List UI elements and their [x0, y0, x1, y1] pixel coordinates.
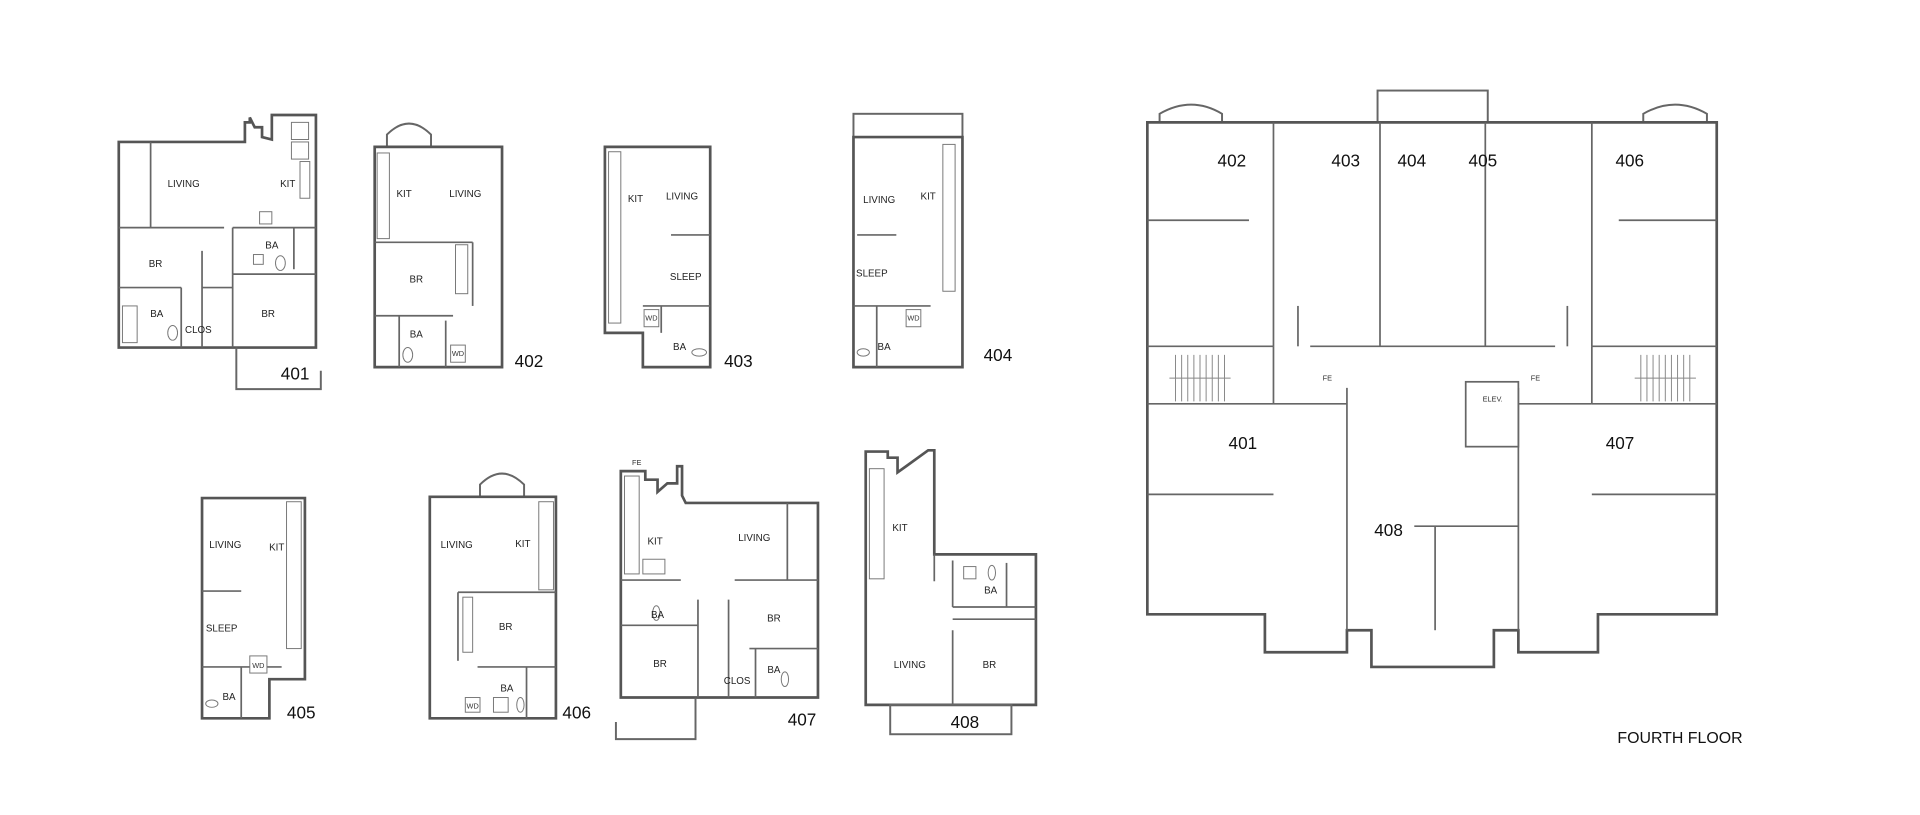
- room-label: BA: [265, 240, 279, 251]
- room-label: KIT: [515, 539, 530, 550]
- stair-right: [1634, 354, 1696, 402]
- washer-dryer-label: WD: [907, 314, 919, 323]
- unit-number: 405: [287, 702, 316, 722]
- building-outline: [1146, 121, 1719, 669]
- elevator: [1464, 380, 1520, 448]
- room-label: LIVING: [894, 660, 926, 671]
- washer-dryer-label: WD: [252, 661, 264, 670]
- key-plan-unit-405: 405: [1469, 150, 1498, 170]
- room-label: BR: [767, 614, 781, 625]
- room-label: KIT: [892, 523, 907, 534]
- unit-number: 402: [515, 351, 544, 371]
- bay-window-arc: [479, 472, 526, 497]
- unit-plan-403: KIT LIVING SLEEP BA WD 403: [603, 145, 753, 371]
- room-label: BA: [673, 342, 687, 353]
- room-label: BA: [878, 342, 892, 353]
- sheet-title: FOURTH FLOOR: [1617, 730, 1742, 747]
- room-label: LIVING: [449, 189, 481, 200]
- washer-dryer-label: WD: [645, 314, 657, 323]
- room-label: CLOS: [724, 676, 751, 687]
- room-label: KIT: [628, 194, 643, 205]
- unit-plan-405: LIVING KIT SLEEP BA WD 405: [200, 496, 316, 722]
- unit-405-walls: [200, 496, 307, 720]
- room-label: BA: [500, 683, 514, 694]
- room-label: BA: [767, 665, 781, 676]
- room-label: BA: [222, 692, 236, 703]
- unit-plan-401: LIVING KIT BR BA BA CLOS BR 401: [117, 113, 322, 391]
- unit-406-walls: [428, 495, 558, 720]
- unit-404-walls: [852, 135, 964, 369]
- room-label: BR: [261, 309, 275, 320]
- washer-dryer-label: WD: [467, 702, 479, 711]
- unit-plan-407: FE KIT LIVING BA BR BR CLOS BA 407: [614, 458, 820, 741]
- key-plan-unit-408: 408: [1374, 520, 1403, 540]
- room-label: CLOS: [185, 325, 212, 336]
- room-label: LIVING: [863, 195, 895, 206]
- room-label: BR: [653, 659, 667, 670]
- room-label: KIT: [396, 189, 411, 200]
- room-label: SLEEP: [670, 272, 702, 283]
- room-label: SLEEP: [206, 623, 238, 634]
- room-label: BA: [150, 309, 164, 320]
- room-label: BA: [410, 330, 424, 341]
- unit-number: 401: [281, 363, 310, 383]
- unit-number: 408: [951, 712, 980, 732]
- fourth-floor-key-plan: ELEV. FE FE 402 403 404 405 406 401 407 …: [1146, 89, 1719, 669]
- bay-window-arc: [385, 122, 432, 147]
- room-label: LIVING: [209, 540, 241, 551]
- key-plan-unit-406: 406: [1616, 150, 1645, 170]
- room-label: BR: [410, 275, 424, 286]
- unit-plan-406: LIVING KIT BR BA WD 406: [428, 472, 591, 722]
- key-plan-unit-403: 403: [1331, 150, 1360, 170]
- room-label: LIVING: [168, 179, 200, 190]
- unit-401-interior-walls: [118, 141, 316, 348]
- unit-407-walls: [619, 464, 820, 699]
- unit-number: 407: [788, 710, 817, 730]
- unit-plan-408: KIT BA LIVING BR 408: [864, 448, 1038, 736]
- unit-number: 404: [984, 345, 1013, 365]
- room-label: KIT: [280, 179, 295, 190]
- washer-dryer-label: WD: [452, 349, 464, 358]
- fire-extinguisher-label: FE: [1531, 374, 1540, 383]
- fire-extinguisher-label: FE: [632, 458, 641, 467]
- elevator-label: ELEV.: [1483, 394, 1503, 403]
- room-label: LIVING: [441, 540, 473, 551]
- room-label: KIT: [269, 543, 284, 554]
- unit-407-balcony: [614, 697, 697, 741]
- room-label: LIVING: [738, 533, 770, 544]
- key-plan-unit-404: 404: [1398, 150, 1427, 170]
- entry-canopy: [1376, 89, 1489, 124]
- unit-402-interior-walls: [374, 241, 474, 368]
- room-label: KIT: [921, 191, 936, 202]
- room-label: BA: [984, 586, 998, 597]
- room-label: BR: [499, 622, 513, 633]
- unit-408-walls: [864, 448, 1038, 707]
- unit-number: 403: [724, 351, 753, 371]
- unit-402-walls: [373, 145, 504, 369]
- room-label: SLEEP: [856, 269, 888, 280]
- unit-403-walls: [603, 145, 712, 369]
- unit-408-balcony: [889, 703, 1013, 736]
- room-label: BA: [651, 610, 665, 621]
- key-plan-unit-407: 407: [1606, 433, 1635, 453]
- room-label: KIT: [647, 537, 662, 548]
- room-label: LIVING: [666, 191, 698, 202]
- room-label: BR: [149, 259, 163, 270]
- entry-canopy: [852, 112, 964, 139]
- fire-extinguisher-label: FE: [1323, 374, 1332, 383]
- unit-401-fixtures: [121, 121, 311, 344]
- room-label: BR: [983, 660, 997, 671]
- unit-401-walls: [117, 113, 318, 349]
- key-plan-walls: [1147, 122, 1717, 631]
- key-plan-unit-401: 401: [1229, 433, 1258, 453]
- unit-plan-402: KIT LIVING BR BA WD 402: [373, 122, 544, 371]
- unit-401-balcony: [235, 347, 322, 391]
- unit-number: 406: [562, 702, 591, 722]
- stair-left: [1169, 354, 1231, 402]
- key-plan-unit-402: 402: [1218, 150, 1247, 170]
- unit-plan-404: LIVING KIT SLEEP BA WD 404: [852, 112, 1013, 369]
